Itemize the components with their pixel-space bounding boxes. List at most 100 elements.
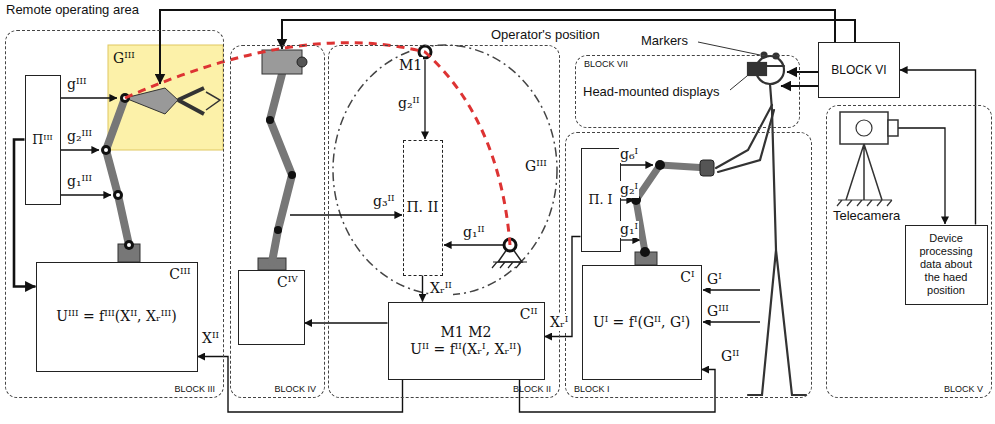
workspace-ellipse [333, 45, 557, 295]
signal-name: Gᴵᴵᴵ [524, 158, 548, 175]
box-label: Πᴵᴵᴵ [32, 132, 52, 147]
camera-robot [288, 171, 296, 179]
slave-robot [206, 92, 220, 110]
camera-robot [266, 116, 274, 124]
slave-robot [113, 190, 123, 200]
slave-robot [116, 193, 120, 197]
block-box: BLOCK VI [818, 42, 900, 98]
leader-line [730, 76, 747, 90]
master-arm [640, 247, 650, 257]
telecamera-icon [840, 112, 888, 144]
model-label: M1 M2 [441, 324, 492, 341]
block-label: BLOCK VI [831, 63, 886, 77]
virtual-robot [419, 46, 527, 268]
trajectory-line [125, 43, 510, 245]
block-region: BLOCK IΠ. ICᴵUᴵ = fᴵ(Gᴵᴵ, Gᴵ) [565, 132, 812, 398]
joint-label: M1 [398, 57, 423, 74]
control-box: Cᴵⱽ [238, 270, 305, 345]
signal-name: g₂ᴵᴵ [397, 95, 421, 112]
master-arm [636, 165, 708, 252]
slave-robot [125, 88, 178, 114]
slave-robot [127, 243, 131, 247]
operator-figure [748, 250, 806, 395]
virtual-robot [492, 262, 527, 268]
video-wire [160, 10, 855, 86]
signal-connector [422, 276, 423, 302]
box-label: Cᴵⱽ [277, 274, 298, 291]
box-label: Cᴵᴵ [520, 306, 538, 323]
control-box: CᴵᴵM1 M2Uᴵᴵ = fᴵᴵ(Xᵣᴵ, Xᵣᴵᴵ) [388, 302, 545, 380]
signal-name: g₁ᴵᴵ [462, 224, 486, 241]
slave-robot [101, 145, 111, 155]
block-region: BLOCK IV Cᴵⱽ [230, 45, 325, 398]
drive-box: Πᴵᴵᴵ [25, 75, 61, 205]
signal-wire [61, 149, 99, 150]
signal-name: Gᴵᴵᴵ [706, 303, 730, 320]
signal-wire [290, 214, 402, 215]
signal-wire [617, 164, 653, 165]
signal-name: Xᴵᴵ [201, 330, 220, 347]
signal-name: Gᴵ [706, 271, 723, 288]
operator-figure [766, 65, 784, 67]
slave-robot [101, 88, 220, 262]
telecamera-icon [837, 200, 892, 206]
signal-name: Gᴵᴵᴵ [112, 50, 136, 67]
signal-name: g₂ᴵᴵᴵ [66, 128, 93, 145]
box-label: Cᴵ [680, 269, 694, 286]
signal-wire [703, 321, 760, 322]
master-arm [655, 160, 665, 170]
leader-line [698, 42, 760, 55]
part-label: Telecamera [832, 208, 901, 224]
part-label: Markers [640, 33, 689, 49]
block-label: BLOCK VII [584, 59, 628, 70]
area-label: Operator's position [490, 27, 601, 43]
slave-robot [124, 240, 134, 250]
camera-robot [297, 57, 307, 67]
operator-figure [716, 53, 806, 396]
camera-robot [262, 50, 302, 74]
block-label: BLOCK II [513, 384, 551, 395]
signal-name: g₁ᴵᴵᴵ [66, 173, 93, 190]
box-label: Π. I [589, 192, 613, 207]
block-label: BLOCK IV [274, 384, 316, 395]
signal-name: g₂ᴵ [619, 181, 639, 198]
box-label: Π. II [406, 199, 438, 216]
signal-wire [61, 97, 117, 98]
part-label: Head-mounted displays [582, 84, 721, 100]
area-label: Remote operating area [5, 2, 140, 18]
camera-robot [270, 74, 292, 262]
block-label: BLOCK V [944, 384, 983, 395]
block-label: BLOCK III [174, 384, 215, 395]
signal-connector [305, 322, 388, 323]
signal-name: g₆ᴵ [619, 146, 639, 163]
telecamera-icon [888, 120, 898, 136]
signal-wire [61, 194, 111, 195]
signal-name: Xᵣᴵ [549, 314, 569, 331]
video-wire [787, 71, 818, 73]
telecamera-icon [856, 120, 872, 136]
block-region: BLOCK IIΠ. IICᴵᴵM1 M2Uᴵᴵ = fᴵᴵ(Xᵣᴵ, Xᵣᴵᴵ… [328, 45, 560, 398]
drive-box: Π. I [581, 148, 621, 252]
video-wire [160, 10, 835, 84]
signal-name: g₃ᴵᴵ [372, 193, 396, 210]
slave-robot [104, 148, 108, 152]
master-arm [631, 160, 714, 265]
slave-robot [178, 88, 204, 114]
signal-connector [900, 70, 976, 225]
signal-wire [898, 128, 945, 224]
signal-name: gᴵᴵᴵ [66, 76, 87, 93]
operator-figure [716, 105, 772, 168]
processing-box: Device processing data about the haed po… [905, 225, 988, 305]
signal-wire [444, 244, 503, 245]
camera-robot [258, 50, 307, 270]
signal-connector [198, 357, 403, 413]
box-label: Cᴵᴵᴵ [169, 266, 190, 283]
control-box: CᴵᴵᴵUᴵᴵᴵ = fᴵᴵᴵ(Xᴵᴵ, Xᵣᴵᴵᴵ) [36, 262, 198, 372]
telecamera-icon [846, 144, 882, 200]
signal-wire [703, 289, 760, 290]
trajectory-line [125, 43, 510, 245]
signal-name: g₁ᴵ [619, 221, 639, 238]
signal-name: Gᴵᴵ [720, 348, 740, 365]
drive-box: Π. II [403, 140, 443, 276]
